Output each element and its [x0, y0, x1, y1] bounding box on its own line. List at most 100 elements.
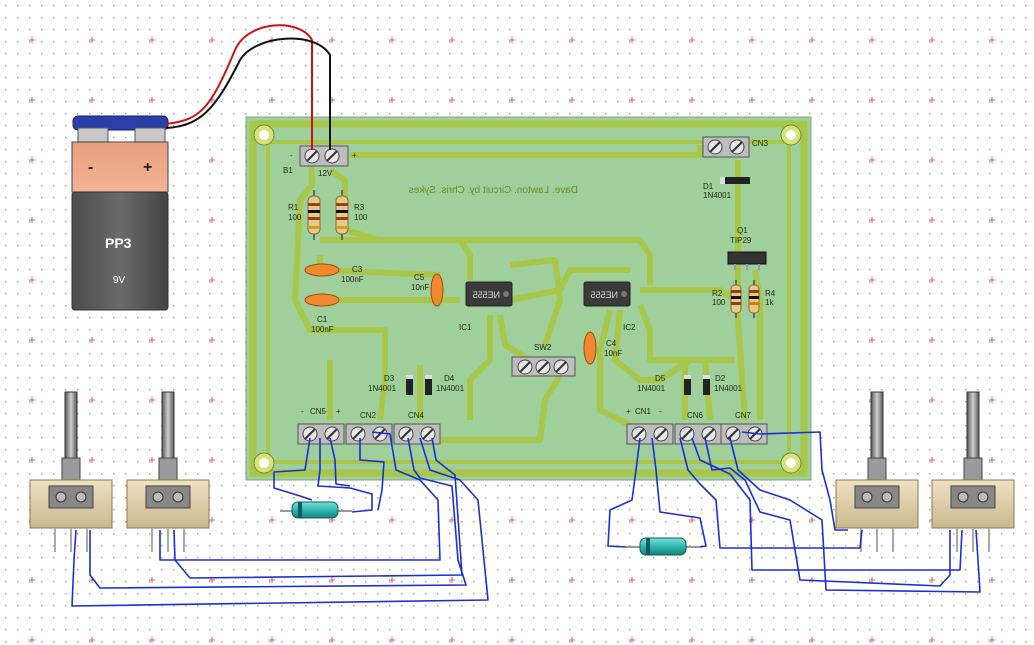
grid-plus-marker	[29, 97, 35, 103]
label-d5: D5	[655, 374, 666, 383]
label-cn1-minus: -	[659, 407, 662, 416]
copper-traces	[292, 145, 763, 443]
grid-plus-marker	[929, 217, 935, 223]
label-c5-value: 10nF	[411, 283, 429, 292]
capacitors	[304, 263, 597, 365]
grid-plus-marker	[869, 97, 875, 103]
grid-plus-marker	[209, 637, 215, 643]
label-d2: D2	[715, 374, 726, 383]
potentiometer-3[interactable]	[835, 391, 919, 552]
label-c1-value: 100nF	[311, 325, 334, 334]
connector-cn3[interactable]	[702, 136, 750, 158]
grid-plus-marker	[89, 337, 95, 343]
grid-plus-marker	[809, 637, 815, 643]
label-cn1-plus: +	[626, 407, 631, 416]
ic1-ne555[interactable]: NE555	[465, 281, 513, 307]
label-d4: D4	[444, 374, 455, 383]
connector-cn1[interactable]	[626, 423, 674, 445]
grid-plus-marker	[929, 37, 935, 43]
grid-plus-marker	[929, 457, 935, 463]
connector-cn5[interactable]	[297, 423, 345, 445]
grid-plus-marker	[209, 157, 215, 163]
resistor-r4	[748, 280, 760, 318]
label-r4-value: 1k	[765, 298, 774, 307]
label-b1-plus: +	[352, 151, 357, 160]
grid-plus-marker	[689, 97, 695, 103]
grid-plus-marker	[929, 97, 935, 103]
label-cn7: CN7	[735, 411, 752, 420]
label-q1: Q1	[737, 226, 748, 235]
label-cn1: CN1	[635, 407, 652, 416]
grid-plus-marker	[389, 37, 395, 43]
grid-plus-marker	[209, 337, 215, 343]
grid-plus-marker	[929, 637, 935, 643]
potentiometer-1[interactable]	[29, 391, 113, 552]
switch-sw2[interactable]	[511, 356, 576, 377]
grid-plus-marker	[809, 97, 815, 103]
grid-plus-marker	[569, 637, 575, 643]
resistors	[307, 190, 760, 318]
label-ic1: IC1	[459, 323, 472, 332]
label-r4: R4	[765, 289, 776, 298]
grid-plus-marker	[929, 337, 935, 343]
grid-plus-marker	[89, 97, 95, 103]
connector-b1[interactable]	[299, 145, 349, 167]
label-r2: R2	[712, 289, 723, 298]
grid-plus-marker	[929, 397, 935, 403]
grid-plus-marker	[449, 577, 455, 583]
grid-plus-marker	[509, 97, 515, 103]
grid-plus-marker	[749, 577, 755, 583]
grid-plus-marker	[629, 37, 635, 43]
label-d3: D3	[384, 374, 395, 383]
label-r3-value: 100	[354, 213, 368, 222]
grid-plus-marker	[329, 577, 335, 583]
label-cn3: CN3	[752, 139, 769, 148]
ic2-chip-text: NE555	[590, 290, 618, 300]
capacitor-electrolytic-right	[626, 537, 700, 556]
grid-plus-marker	[29, 37, 35, 43]
grid-plus-marker	[29, 217, 35, 223]
ic2-ne555[interactable]: NE555	[583, 281, 631, 307]
grid-plus-marker	[989, 277, 995, 283]
grid-plus-marker	[809, 37, 815, 43]
grid-plus-marker	[569, 97, 575, 103]
grid-plus-marker	[209, 217, 215, 223]
potentiometer-4[interactable]	[931, 391, 1015, 552]
label-r1: R1	[288, 203, 299, 212]
grid-plus-marker	[209, 457, 215, 463]
connector-cn6[interactable]	[674, 423, 722, 445]
capacitor-c4	[583, 331, 597, 365]
grid-plus-marker	[269, 637, 275, 643]
potentiometer-2[interactable]	[126, 391, 210, 552]
grid-plus-marker	[689, 577, 695, 583]
connector-cn7[interactable]	[720, 423, 768, 445]
label-d1: D1	[703, 182, 714, 191]
label-d1-value: 1N4001	[703, 191, 732, 200]
grid-plus-marker	[989, 637, 995, 643]
grid-plus-marker	[449, 637, 455, 643]
grid-plus-marker	[569, 37, 575, 43]
label-c1: C1	[317, 315, 328, 324]
grid-plus-marker	[269, 97, 275, 103]
mounting-holes	[253, 124, 802, 474]
grid-plus-marker	[149, 37, 155, 43]
grid-plus-marker	[569, 577, 575, 583]
grid-plus-marker	[869, 157, 875, 163]
grid-plus-marker	[509, 517, 515, 523]
connector-cn2[interactable]	[345, 423, 393, 445]
grid-plus-marker	[29, 577, 35, 583]
grid-plus-marker	[389, 97, 395, 103]
grid-plus-marker	[209, 37, 215, 43]
grid-plus-marker	[509, 37, 515, 43]
battery-type-label: PP3	[105, 235, 132, 251]
grid-plus-marker	[809, 517, 815, 523]
grid-plus-marker	[149, 337, 155, 343]
grid-plus-marker	[689, 637, 695, 643]
grid-plus-marker	[509, 637, 515, 643]
connector-cn4[interactable]	[393, 423, 441, 445]
grid-plus-marker	[989, 37, 995, 43]
grid-plus-marker	[329, 637, 335, 643]
grid-plus-marker	[149, 457, 155, 463]
